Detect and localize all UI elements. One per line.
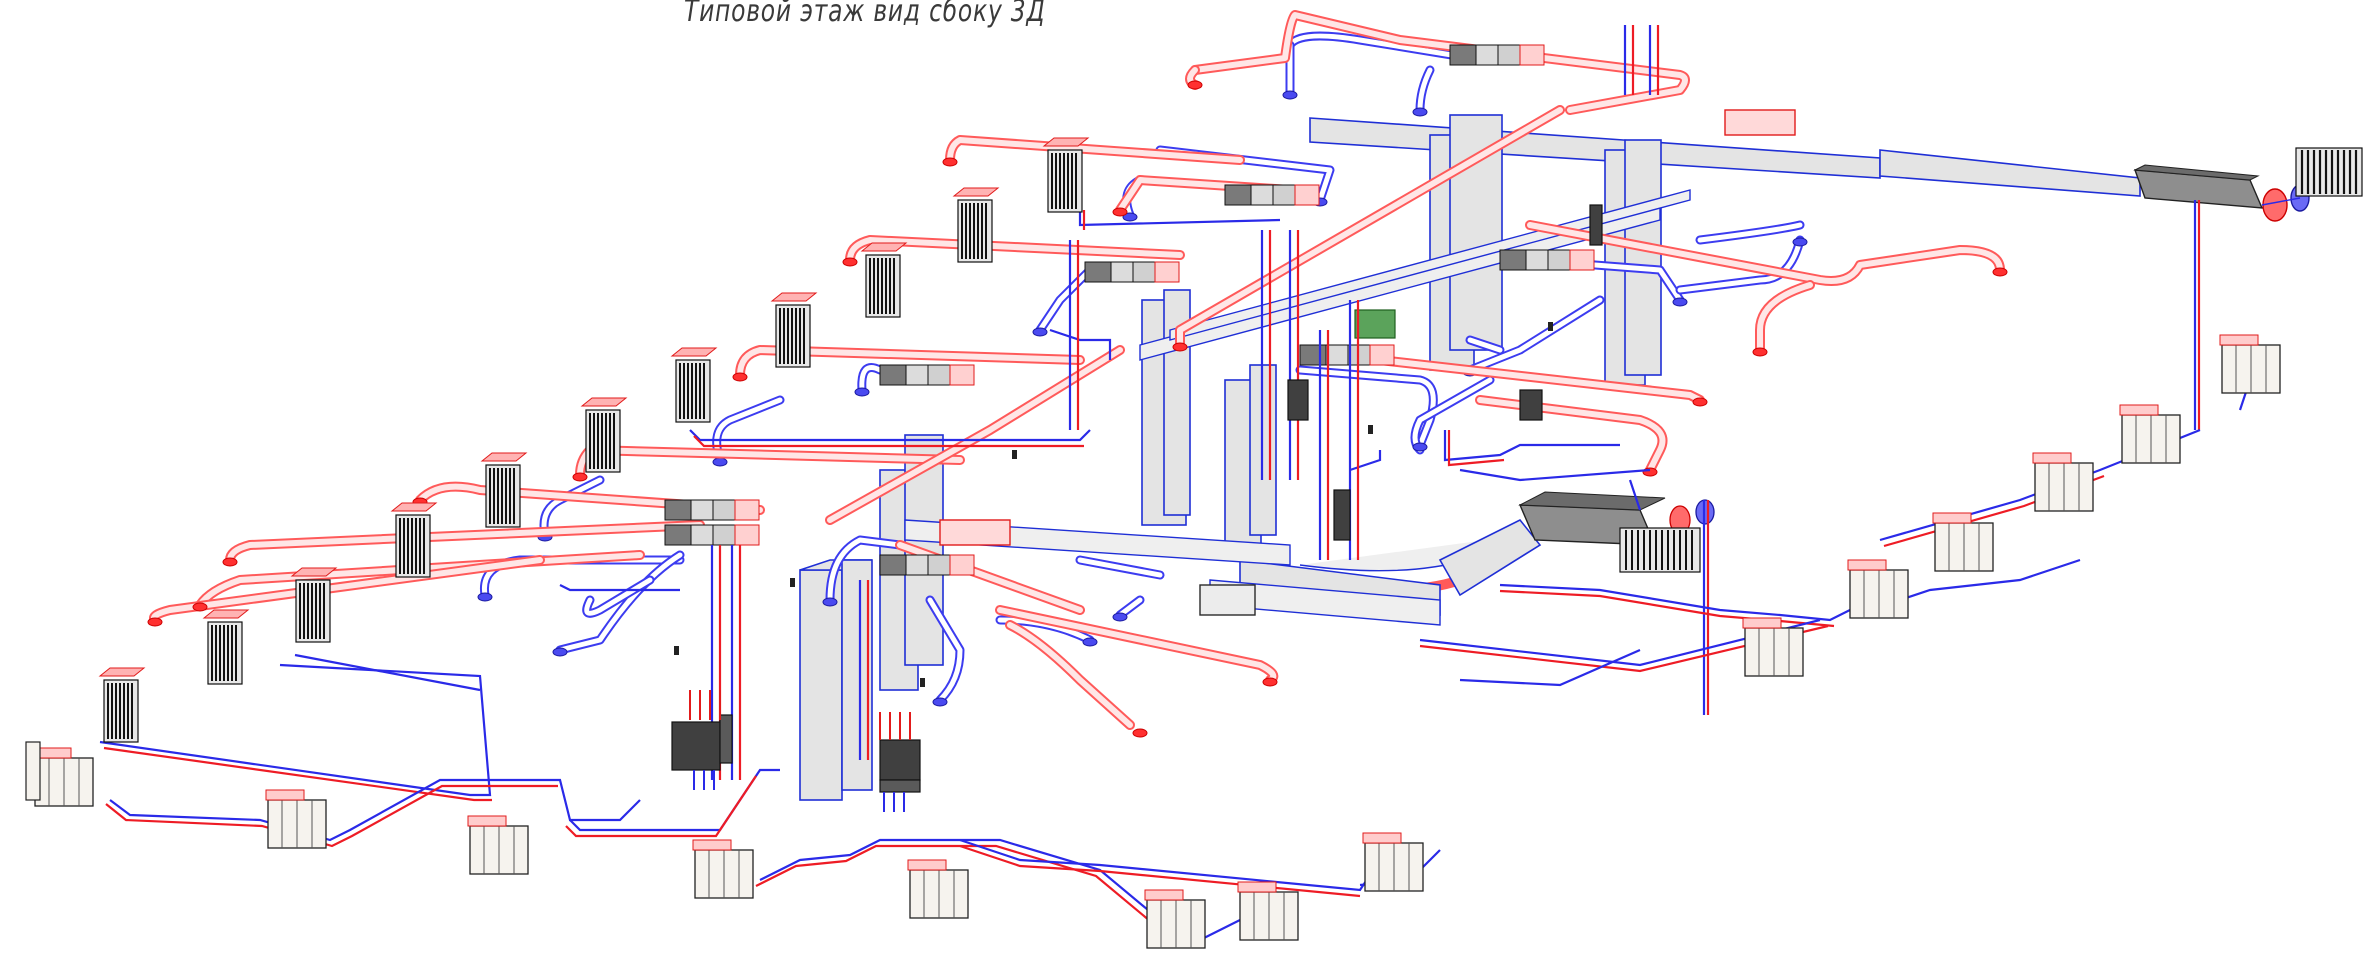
manifolds (671, 204, 1603, 812)
floor-radiators (25, 334, 2281, 949)
vav-units (664, 44, 1796, 576)
drawing-title: Типовой этаж вид сбоку 3Д (684, 0, 1046, 29)
